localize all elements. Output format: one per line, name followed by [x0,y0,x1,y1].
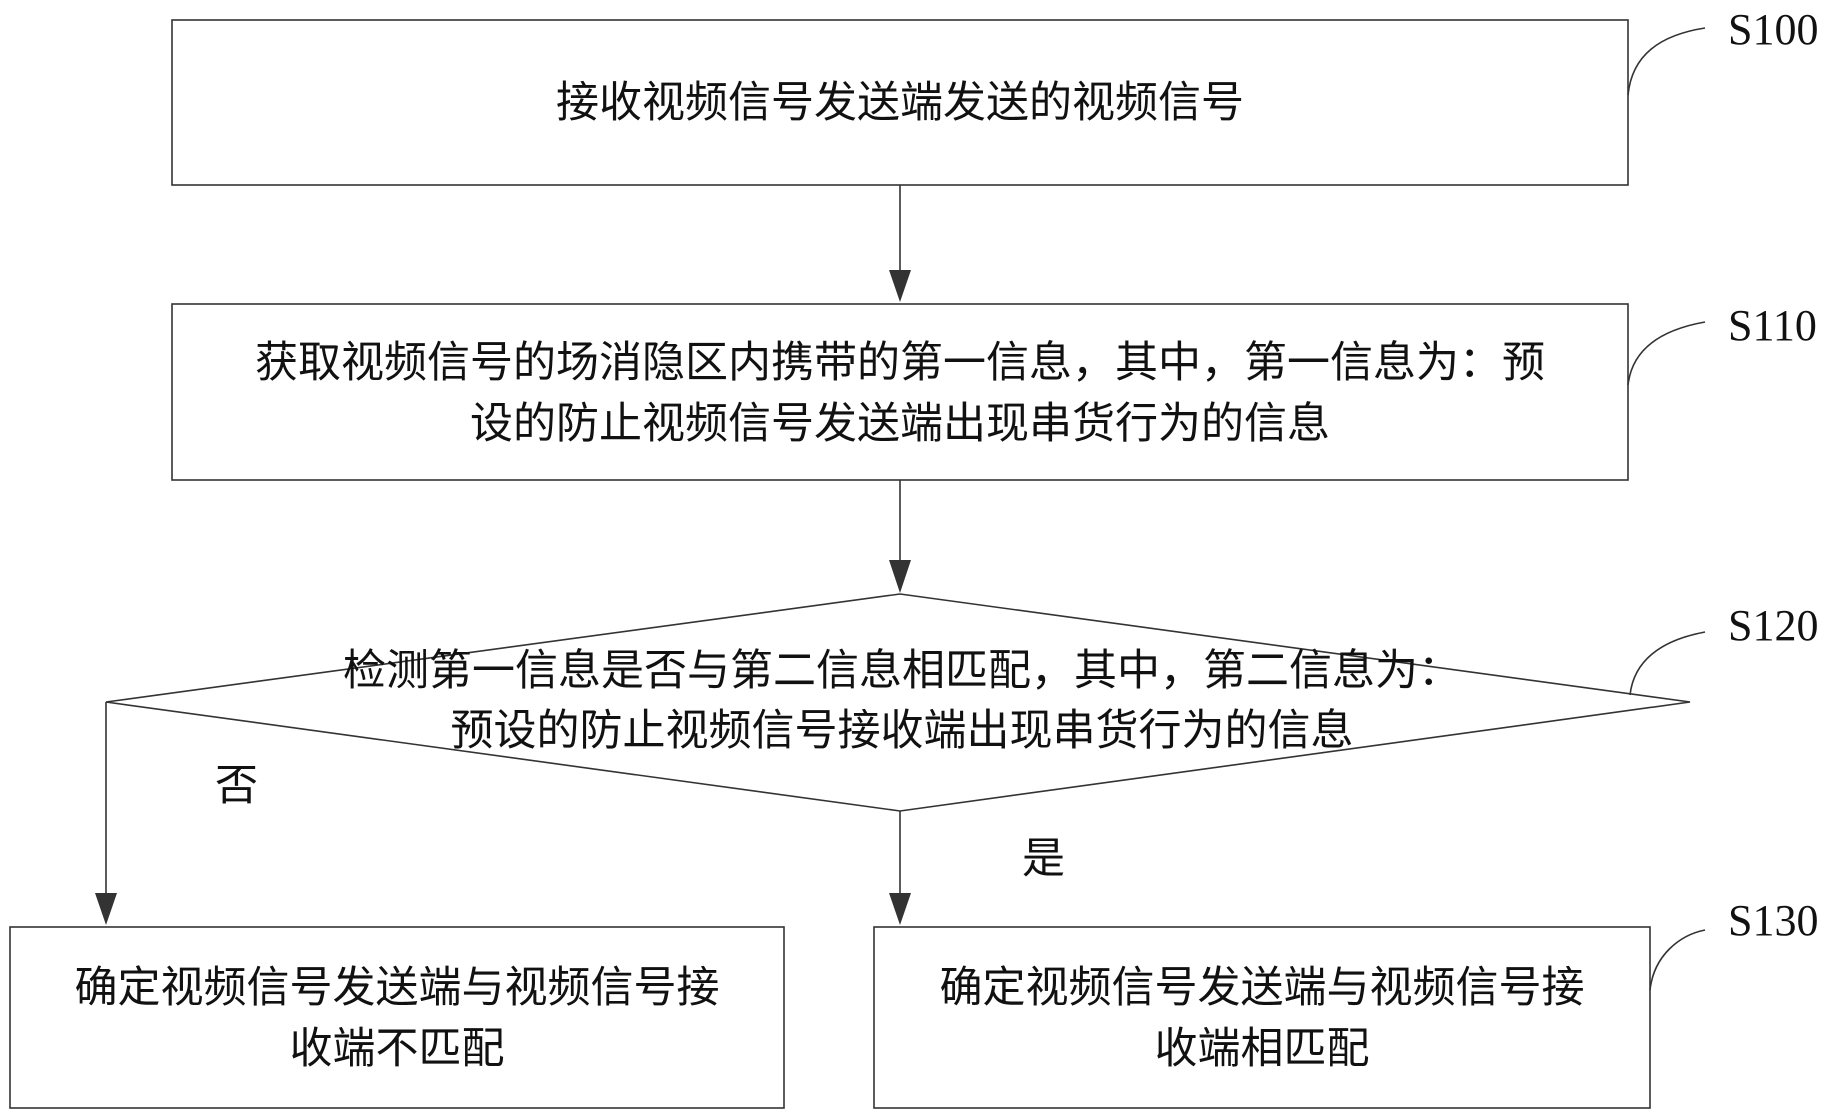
decision-s120-label: S120 [1728,601,1818,650]
step-s110-label: S110 [1728,301,1817,350]
arrow-no-branch-head [95,893,117,925]
step-s110-box [171,303,1629,481]
step-s110-text-line1: 获取视频信号的场消隐区内携带的第一信息，其中，第一信息为：预 [255,338,1545,388]
decision-s120-diamond [105,593,1691,812]
step-s100-leader [1627,27,1706,96]
result-no-match-text-line1: 确定视频信号发送端与视频信号接 [75,963,720,1013]
step-s130-text-line1: 确定视频信号发送端与视频信号接 [940,963,1585,1013]
arrow-yes-branch-head [889,893,911,925]
step-s110-text-line2: 设的防止视频信号发送端出现串货行为的信息 [470,399,1330,449]
arrow-s100-to-s110-head [889,270,911,302]
step-s100-label: S100 [1728,5,1818,54]
step-s130-leader [1649,929,1706,991]
decision-s120-text-line1: 检测第一信息是否与第二信息相匹配，其中，第二信息为： [343,646,1461,696]
result-no-match-text-line2: 收端不匹配 [290,1024,505,1074]
step-s110-leader [1627,321,1706,386]
step-s130-box [873,926,1651,1109]
branch-yes-label: 是 [1022,834,1065,884]
step-s130-label: S130 [1728,896,1818,945]
decision-s120-leader [1629,631,1706,696]
step-s100-text: 接收视频信号发送端发送的视频信号 [556,78,1244,128]
decision-s120-text-line2: 预设的防止视频信号接收端出现串货行为的信息 [451,706,1354,756]
step-s130-text-line2: 收端相匹配 [1155,1024,1370,1074]
step-s100-box [171,19,1629,186]
arrow-s110-to-s120-head [889,560,911,593]
result-no-match-box [9,926,785,1109]
branch-no-label: 否 [215,761,258,811]
